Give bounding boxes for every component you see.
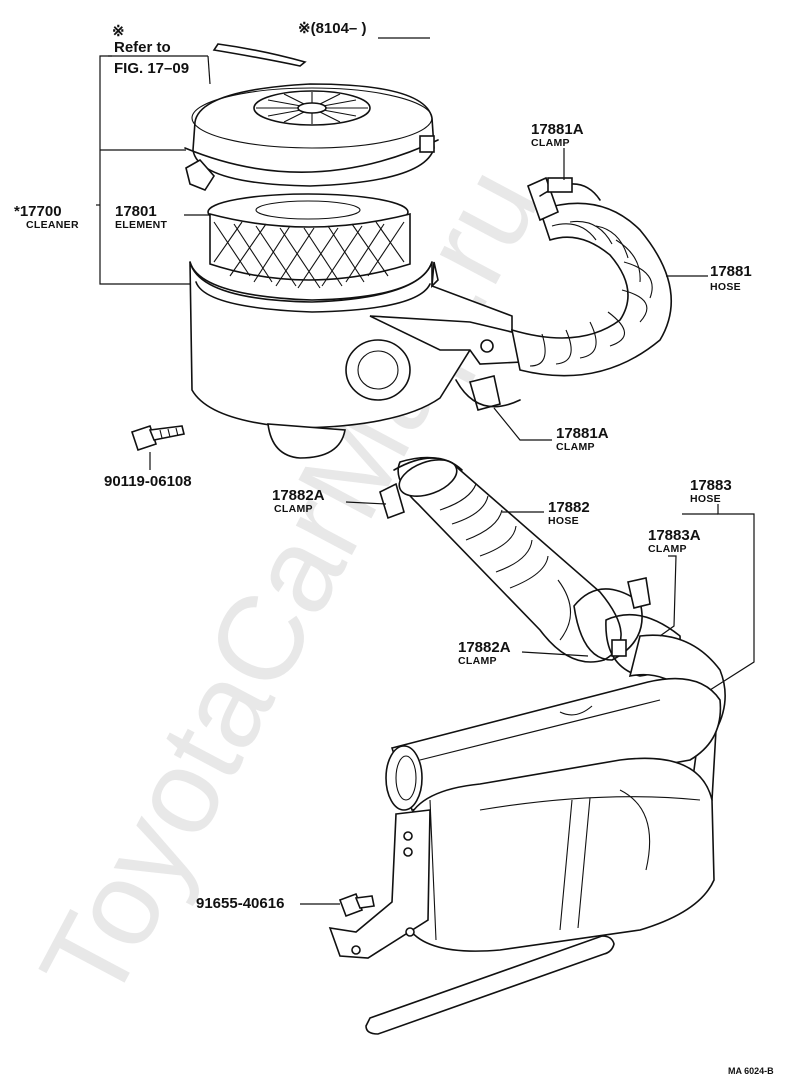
label-17881a-upper-number: 17881A: [531, 121, 584, 138]
refer-line2: FIG. 17–09: [114, 60, 189, 77]
figure-code: MA 6024-B: [728, 1066, 774, 1076]
label-17881a-upper-name: CLAMP: [531, 137, 570, 149]
label-17882a-top-name: CLAMP: [274, 503, 313, 515]
bolt-part: [130, 424, 185, 452]
label-17883-number: 17883: [690, 477, 732, 494]
label-bolt-number: 90119-06108: [104, 473, 192, 490]
upper-hose: [455, 176, 672, 411]
label-17882a-bottom-number: 17882A: [458, 639, 511, 656]
label-17881a-lower-name: CLAMP: [556, 441, 595, 453]
refer-mark: ※: [112, 23, 125, 40]
label-17801-name: ELEMENT: [115, 219, 168, 231]
label-17883a-name: CLAMP: [648, 543, 687, 555]
lid-seal: [212, 43, 307, 67]
label-17881-name: HOSE: [710, 281, 741, 293]
label-17881a-lower-number: 17881A: [556, 425, 609, 442]
label-17700-name: CLEANER: [26, 219, 79, 231]
cleaner-case: [189, 261, 523, 459]
resonator-box: [328, 757, 715, 1035]
label-17882-number: 17882: [548, 499, 590, 516]
label-17883a-number: 17883A: [648, 527, 701, 544]
label-screw-number: 91655-40616: [196, 895, 284, 912]
label-17700-number: *17700: [14, 203, 62, 220]
label-17883-name: HOSE: [690, 493, 721, 505]
middle-hose: [379, 456, 681, 677]
leader-lines: [96, 37, 755, 905]
label-17881-number: 17881: [710, 263, 752, 280]
cleaner-lid: [184, 83, 439, 191]
label-17801-number: 17801: [115, 203, 157, 220]
label-17882a-top-number: 17882A: [272, 487, 325, 504]
elbow-hose: [385, 634, 726, 811]
serial-note: ※(8104– ): [298, 20, 366, 37]
air-filter-element: [207, 193, 411, 289]
label-17882-name: HOSE: [548, 515, 579, 527]
refer-line1: Refer to: [114, 39, 171, 56]
label-17882a-bottom-name: CLAMP: [458, 655, 497, 667]
